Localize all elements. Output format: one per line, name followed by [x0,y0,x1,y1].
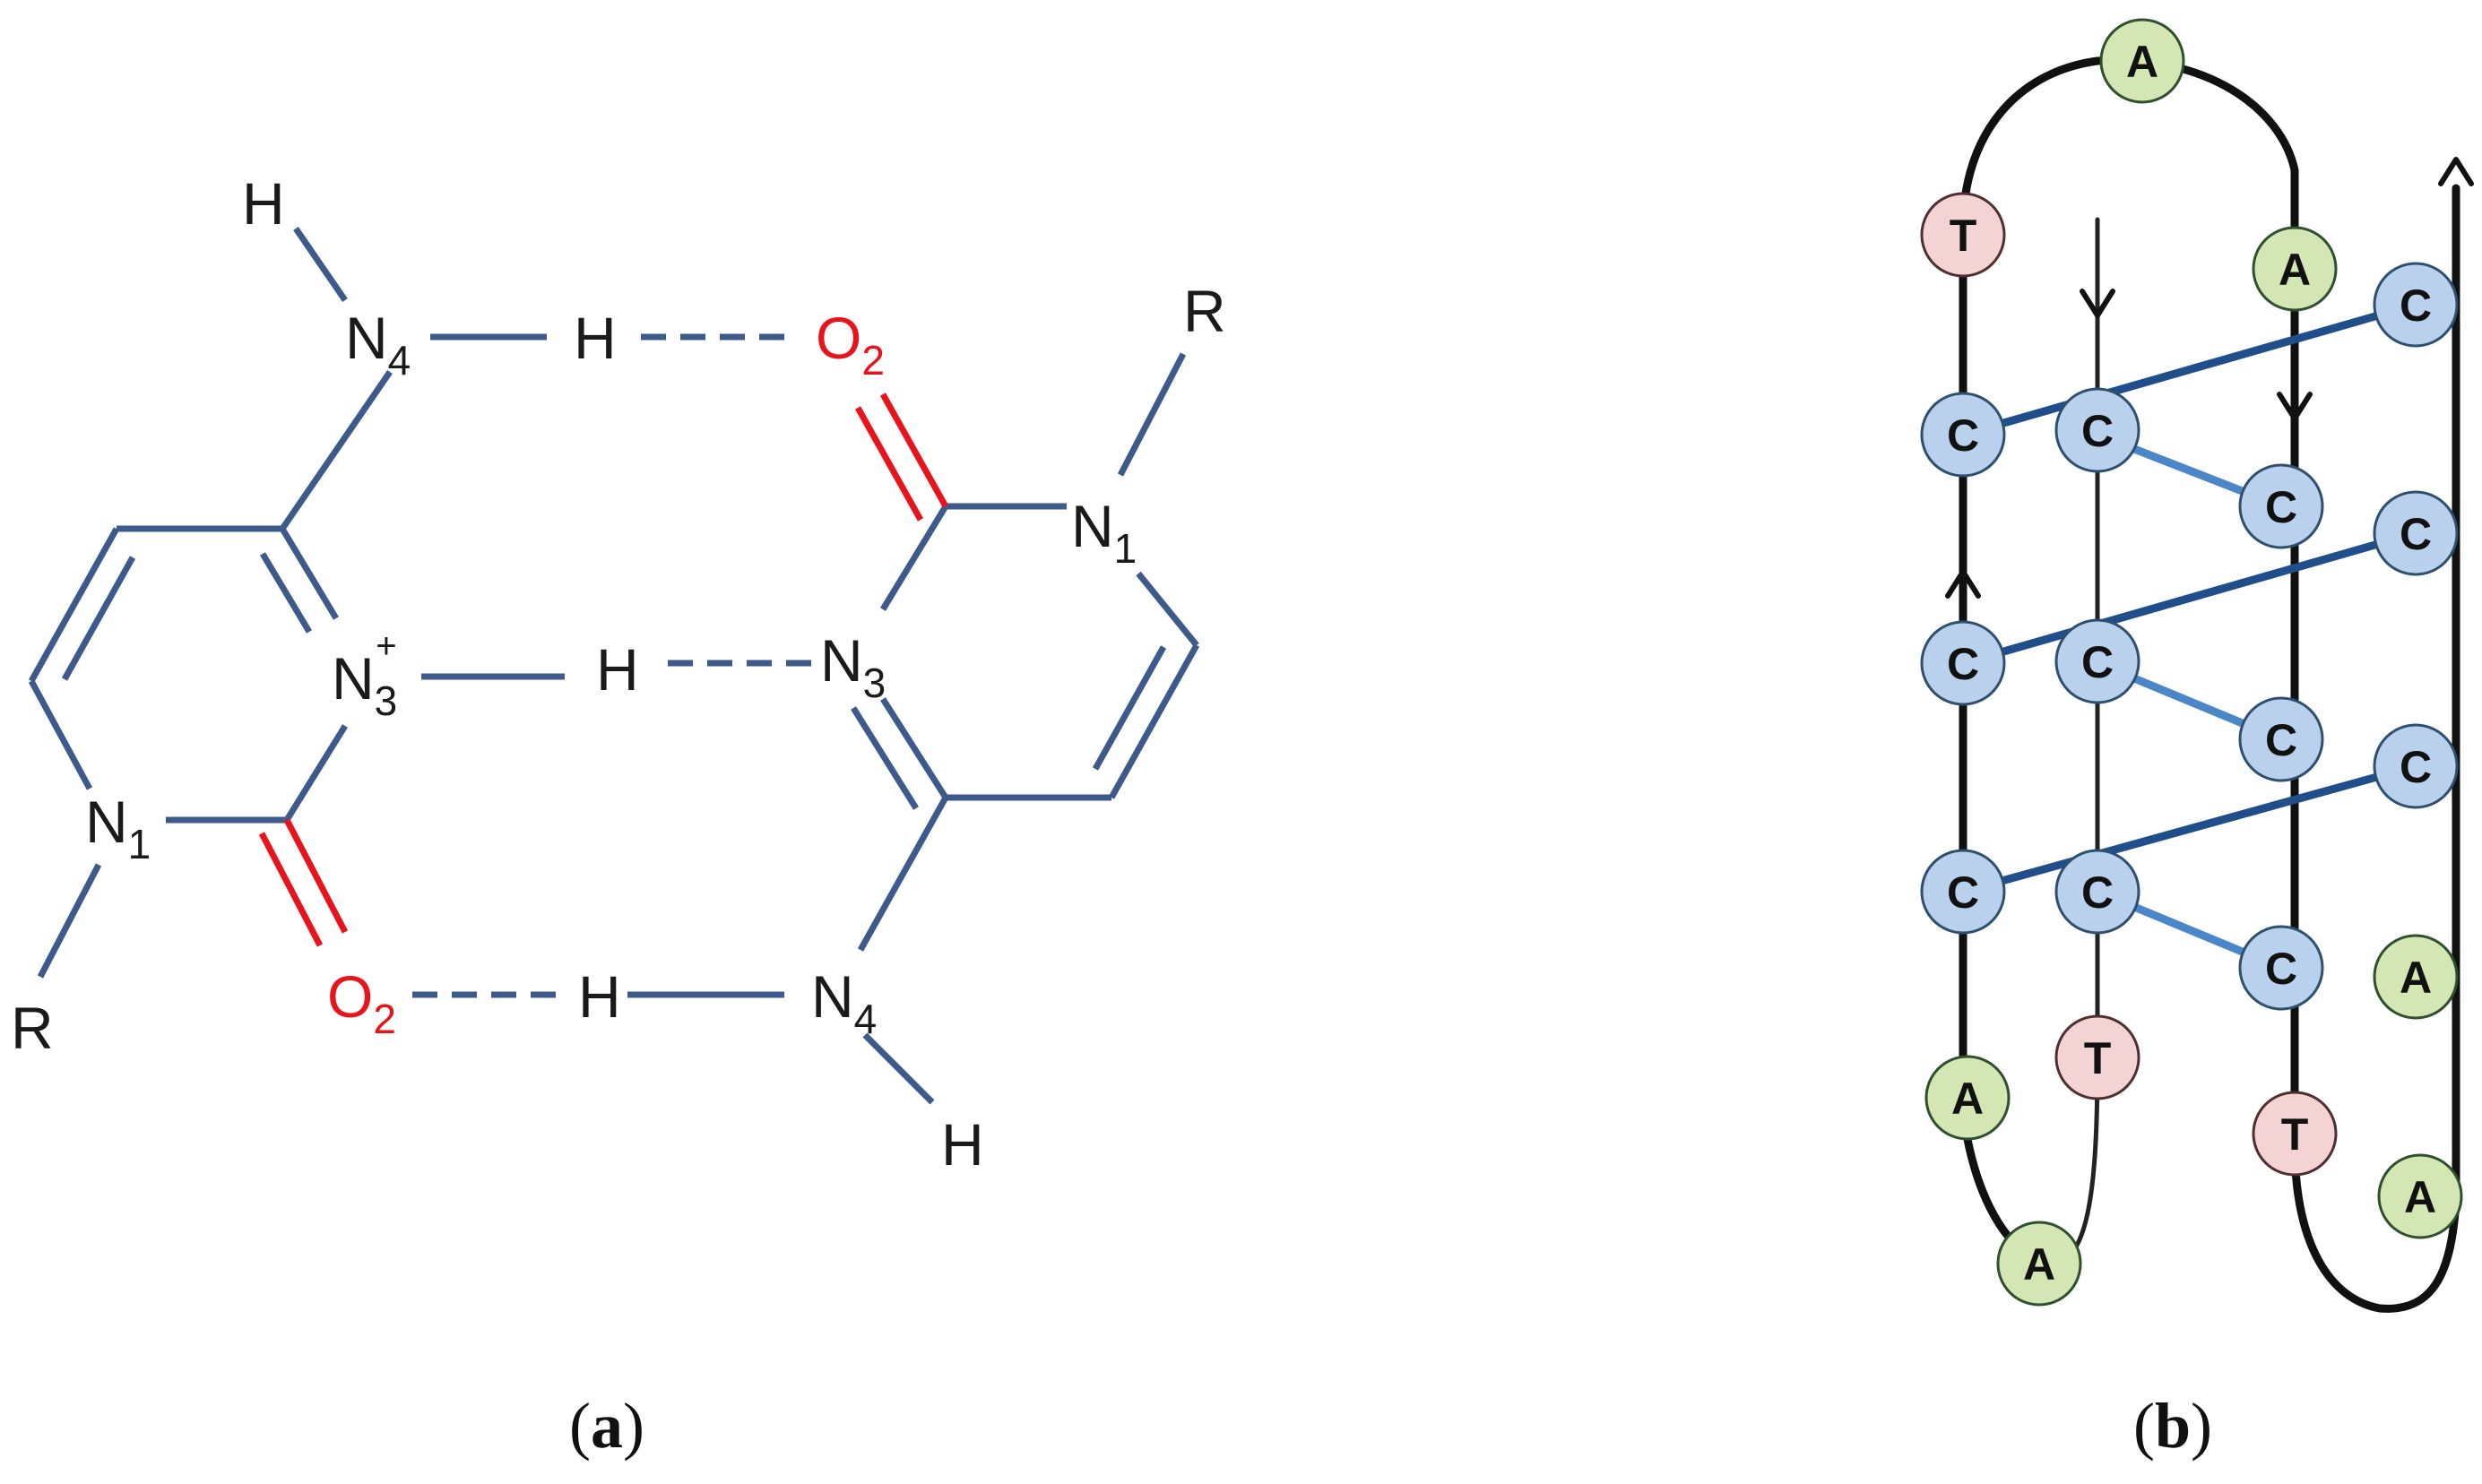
svg-text:T: T [1950,211,1977,261]
nucleotide-a-bottom-right: A [2377,1153,2463,1239]
nucleotide-c-right-1: C [2373,262,2459,348]
strand-inner-loop [2041,217,2100,1267]
svg-text:C: C [1947,867,1979,918]
caption-b: (b) [2133,1390,2212,1462]
atom-r-left: R [11,995,54,1061]
arrow-up-right-icon [2438,157,2474,186]
panel-b: A T A C C C C C C C C C C C C A T A T A … [1920,18,2474,1462]
bond-c5-c6-left-double [61,556,136,681]
bond-c2-o2-right-a [879,393,949,508]
bond-c5-c6-left [28,527,120,683]
atom-h-mid1-left: H [574,305,617,371]
nucleotide-c-left-1: C [1920,392,2006,478]
atom-n4-right: N4 [811,963,877,1042]
svg-text:C: C [1947,410,1979,461]
atom-r-right: R [1183,278,1226,344]
bond-n1-r-right [1117,352,1187,477]
svg-text:A: A [2400,953,2432,1003]
panel-a: H N4 H N3+ H N1 O2 R R O2 N1 N3 H N4 H (… [11,170,1226,1462]
nucleotide-c-right-3: C [2373,723,2459,809]
nucleotide-c-left-3: C [1920,849,2006,935]
nucleotide-a-upper-middle: A [2252,226,2338,312]
nucleotide-a-right-4: A [2373,934,2459,1020]
atom-n3-right: N3 [820,627,886,706]
pair-line-5 [1959,762,2420,896]
svg-text:A: A [2126,37,2158,87]
svg-text:C: C [2265,715,2297,765]
svg-text:C: C [2400,509,2432,559]
nucleotide-a-top: A [2099,18,2185,104]
nucleotide-c-left-2: C [1920,620,2006,706]
bond-c6-n1-right [1136,571,1199,648]
bond-n3-c4-right-double [851,706,919,810]
bond-n4-c4-left [280,370,393,531]
bond-n4-h-right [862,1032,935,1105]
atom-n1-right: N1 [1071,493,1137,572]
nucleotide-c-middle-3: C [2238,925,2324,1011]
svg-text:A: A [2404,1172,2436,1222]
nucleotide-c-right-2: C [2373,490,2459,576]
svg-text:A: A [2279,245,2311,295]
bond-c4-n4-right [857,796,949,952]
svg-text:T: T [2084,1033,2112,1083]
nucleotide-a-bottom-left: A [1996,1221,2082,1307]
bond-c5-c6-right-double [1092,645,1167,771]
pair-line-3 [1959,529,2420,668]
svg-text:C: C [1947,639,1979,689]
atom-n4-left: N4 [345,305,411,384]
svg-text:T: T [2281,1109,2309,1160]
arrow-up-left-icon [1945,569,1981,599]
atom-n1-left: N1 [85,789,151,867]
bond-h-n4-left [293,227,348,302]
pair-line-1 [1959,300,2420,439]
svg-text:C: C [2400,742,2432,792]
arrow-down-middle-icon [2277,392,2313,421]
bond-n3-c4-right [880,697,948,799]
bond-c2-o2-right-b [854,406,924,522]
nucleotide-t-inner-4: T [2054,1014,2140,1100]
nucleotide-c-inner-1: C [2054,387,2140,473]
svg-text:C: C [2265,944,2297,994]
bond-c4-n3-left [279,527,340,620]
atom-h-mid2-left: H [596,636,639,703]
svg-text:C: C [2265,482,2297,532]
bond-c2-n3-right [880,505,948,611]
bond-c2-o2-left-b [258,832,324,947]
svg-text:C: C [2400,280,2432,331]
bond-c4-n3-left-double [259,552,313,634]
svg-text:C: C [2081,867,2114,918]
bond-c5-c6-right [1108,643,1200,799]
nucleotide-t-upper-left: T [1920,192,2006,278]
atom-o2-right: O2 [816,305,885,384]
arrow-down-inner-icon [2080,289,2115,318]
atom-n3-left: N3+ [332,626,397,724]
atom-h-top-left: H [242,170,285,237]
svg-text:A: A [1951,1074,1984,1124]
bond-c2-o2-left-a [283,818,349,934]
bond-n3-c2-left [284,724,348,822]
atom-h-bot-right: H [578,963,621,1030]
nucleotide-c-middle-1: C [2238,463,2324,549]
atom-o2-left: O2 [327,963,396,1042]
strand-left-outer [1959,56,2460,1313]
nucleotide-c-middle-2: C [2238,696,2324,782]
atom-h-end-right: H [941,1111,984,1178]
svg-text:C: C [2081,637,2114,687]
caption-a: (a) [569,1390,644,1462]
nucleotide-a-left-4: A [1924,1055,2011,1141]
nucleotide-c-inner-3: C [2054,849,2140,935]
bond-n1-r-left [37,863,102,979]
svg-text:A: A [2023,1239,2055,1290]
bond-c6-n1-left [28,679,93,790]
nucleotide-c-inner-2: C [2054,618,2140,704]
svg-text:C: C [2081,406,2114,456]
nucleotide-t-middle-4: T [2252,1091,2338,1177]
